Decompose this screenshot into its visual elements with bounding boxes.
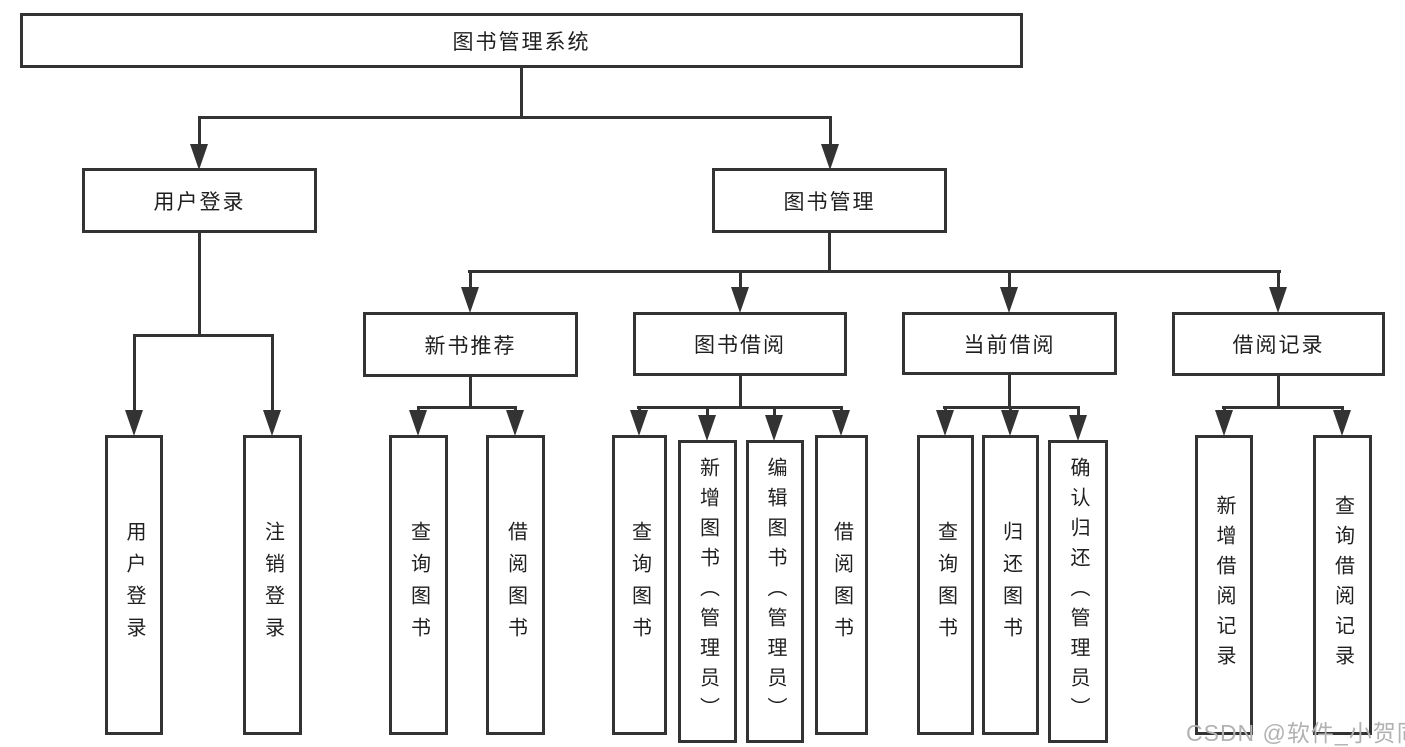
connector-line — [829, 116, 832, 148]
node-new-books: 新书推荐 — [363, 312, 578, 377]
leaf-borrow-borrow-label: 借阅图书 — [830, 521, 853, 649]
connector-line — [828, 233, 831, 273]
leaf-records-query-label: 查询借阅记录 — [1331, 495, 1354, 675]
connector-arrow-down-icon — [832, 410, 850, 436]
csdn-watermark: CSDN @软件_小贺同学 — [1186, 720, 1405, 746]
node-user-login-label: 用户登录 — [153, 190, 246, 214]
connector-arrow-down-icon — [1333, 410, 1351, 436]
connector-arrow-down-icon — [936, 410, 954, 436]
leaf-borrow-query: 查询图书 — [612, 435, 667, 735]
leaf-user-logout-label: 注销登录 — [261, 521, 284, 649]
connector-line — [520, 68, 523, 119]
connector-arrow-down-icon — [698, 415, 716, 441]
leaf-records-query: 查询借阅记录 — [1313, 435, 1372, 735]
connector-arrow-down-icon — [125, 410, 143, 436]
leaf-newbooks-query-label: 查询图书 — [407, 521, 430, 649]
leaf-current-return-label: 归还图书 — [999, 521, 1022, 649]
node-book-management-label: 图书管理 — [783, 190, 876, 214]
leaf-newbooks-borrow: 借阅图书 — [486, 435, 545, 735]
leaf-current-query-label: 查询图书 — [934, 521, 957, 649]
connector-line — [198, 233, 201, 336]
connector-line — [468, 270, 1281, 273]
leaf-newbooks-borrow-label: 借阅图书 — [504, 521, 527, 649]
connector-arrow-down-icon — [506, 410, 524, 436]
connector-line — [637, 406, 843, 409]
leaf-records-add: 新增借阅记录 — [1195, 435, 1253, 735]
node-borrow-records: 借阅记录 — [1172, 312, 1385, 376]
connector-line — [739, 376, 742, 409]
connector-line — [1222, 406, 1344, 409]
connector-line — [198, 116, 201, 148]
node-user-login: 用户登录 — [82, 168, 317, 233]
connector-line — [1277, 376, 1280, 409]
node-book-management: 图书管理 — [712, 168, 947, 233]
connector-arrow-down-icon — [1215, 410, 1233, 436]
connector-line — [773, 406, 776, 420]
leaf-borrow-add-admin: 新增图书（管理员） — [678, 440, 737, 743]
connector-arrow-down-icon — [1269, 287, 1287, 313]
leaf-borrow-edit-admin-label: 编辑图书（管理员） — [764, 456, 786, 727]
leaf-records-add-label: 新增借阅记录 — [1213, 495, 1235, 675]
leaf-borrow-query-label: 查询图书 — [628, 521, 651, 649]
connector-line — [1008, 270, 1011, 292]
connector-arrow-down-icon — [409, 410, 427, 436]
connector-line — [1077, 406, 1080, 420]
node-book-borrow-label: 图书借阅 — [694, 334, 786, 357]
connector-arrow-down-icon — [1001, 410, 1019, 436]
connector-line — [133, 334, 136, 414]
node-root: 图书管理系统 — [20, 13, 1023, 68]
leaf-borrow-edit-admin: 编辑图书（管理员） — [746, 440, 804, 743]
leaf-borrow-borrow: 借阅图书 — [815, 435, 868, 735]
connector-line — [1008, 375, 1011, 409]
node-new-books-label: 新书推荐 — [424, 334, 517, 358]
leaf-current-confirm-admin: 确认归还（管理员） — [1048, 440, 1108, 743]
connector-line — [1277, 270, 1280, 292]
leaf-current-confirm-admin-label: 确认归还（管理员） — [1067, 456, 1089, 727]
connector-line — [417, 406, 517, 409]
connector-line — [739, 270, 742, 292]
connector-arrow-down-icon — [1069, 415, 1087, 441]
connector-line — [133, 334, 274, 337]
connector-arrow-down-icon — [731, 287, 749, 313]
node-current-borrow: 当前借阅 — [902, 312, 1117, 375]
leaf-borrow-add-admin-label: 新增图书（管理员） — [696, 456, 719, 727]
connector-arrow-down-icon — [1000, 287, 1018, 313]
leaf-current-return: 归还图书 — [982, 435, 1039, 735]
leaf-newbooks-query: 查询图书 — [389, 435, 448, 735]
connector-arrow-down-icon — [263, 410, 281, 436]
node-current-borrow-label: 当前借阅 — [963, 333, 1056, 357]
leaf-current-query: 查询图书 — [917, 435, 974, 735]
connector-arrow-down-icon — [190, 144, 208, 170]
connector-line — [198, 116, 832, 119]
connector-arrow-down-icon — [765, 415, 783, 441]
leaf-user-logout: 注销登录 — [243, 435, 302, 735]
node-borrow-records-label: 借阅记录 — [1232, 334, 1325, 357]
leaf-user-login-label: 用户登录 — [123, 521, 145, 649]
connector-line — [469, 270, 472, 292]
leaf-user-login: 用户登录 — [105, 435, 163, 735]
connector-line — [271, 334, 274, 414]
node-root-label: 图书管理系统 — [452, 30, 591, 54]
connector-line — [706, 406, 709, 420]
connector-arrow-down-icon — [821, 144, 839, 170]
connector-arrow-down-icon — [630, 410, 648, 436]
node-book-borrow: 图书借阅 — [633, 312, 847, 376]
connector-arrow-down-icon — [461, 287, 479, 313]
connector-line — [469, 377, 472, 409]
